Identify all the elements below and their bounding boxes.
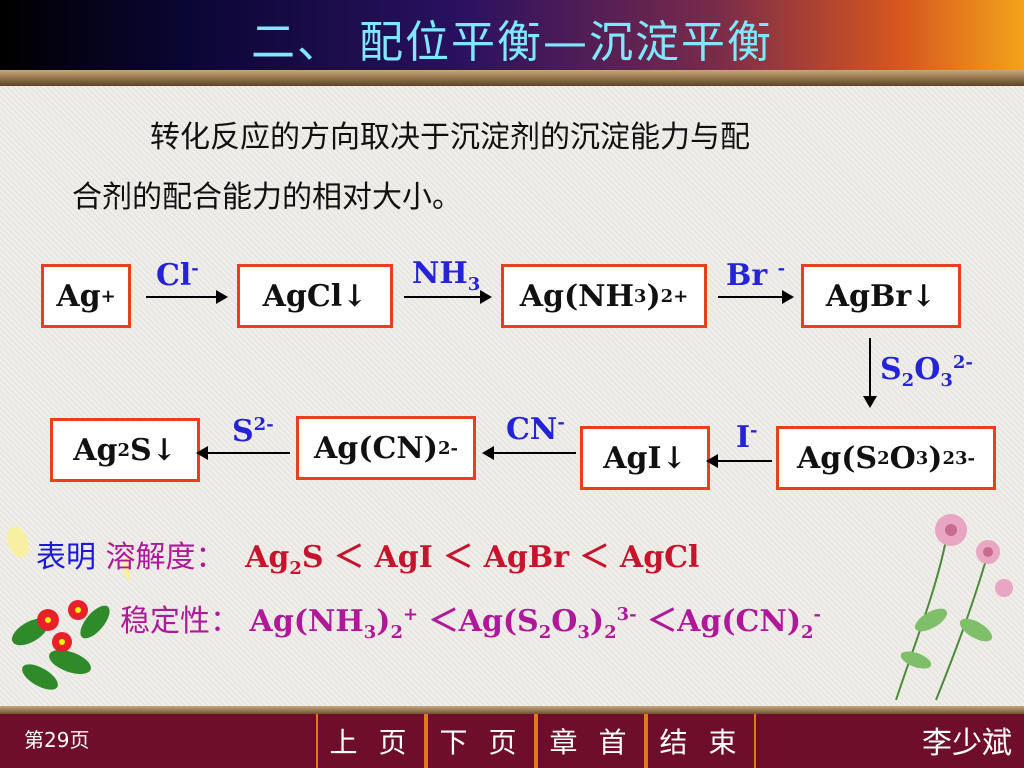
solubility-label: 溶解度： <box>105 540 226 575</box>
slide-title: 二、 配位平衡—沉淀平衡 <box>251 17 773 68</box>
reagent-nh3: NH3 <box>412 256 481 295</box>
chapter-start-button[interactable]: 章 首 <box>536 714 646 768</box>
intro-text: 转化反应的方向取决于沉淀剂的沉淀能力与配 合剂的配合能力的相对大小。 <box>72 108 962 228</box>
reagent-i: I- <box>736 420 758 455</box>
slide-content <box>0 86 1024 706</box>
arrow-left <box>706 454 772 468</box>
author-name: 李少斌 <box>922 726 1012 761</box>
stability-line: 稳定性： Ag(NH3)2+ ＜Ag(S2O3)23- ＜Ag(CN)2- <box>120 596 821 643</box>
species-agcl: AgCl↓ <box>237 264 393 328</box>
conclusion-label: 表明 <box>36 540 96 575</box>
arrow-right <box>404 290 492 304</box>
reagent-cl: Cl- <box>156 258 199 293</box>
solubility-line: 表明 溶解度： Ag2S ＜ AgI ＜ AgBr ＜ AgCl <box>36 532 699 579</box>
solubility-order: Ag2S ＜ AgI ＜ AgBr ＜ AgCl <box>245 540 700 579</box>
title-bar <box>0 0 1024 70</box>
end-button[interactable]: 结 束 <box>646 714 756 768</box>
reagent-cn: CN- <box>506 412 565 447</box>
stability-label: 稳定性： <box>120 604 240 639</box>
reagent-s2: S2- <box>232 414 274 449</box>
arrow-right <box>718 290 794 304</box>
intro-line-1: 转化反应的方向取决于沉淀剂的沉淀能力与配 <box>150 120 750 155</box>
prev-page-button[interactable]: 上 页 <box>316 714 426 768</box>
species-agi: AgI↓ <box>580 426 710 490</box>
arrow-left <box>196 446 290 460</box>
reagent-s2o3: S2O32- <box>880 352 973 391</box>
page-number: 第29页 <box>24 728 90 752</box>
species-ag-cn2: Ag(CN)2- <box>296 416 476 480</box>
flower-left-icon <box>7 526 130 690</box>
reagent-br: Br - <box>726 258 786 293</box>
arrow-down <box>863 338 877 408</box>
arrow-right <box>146 290 228 304</box>
arrow-left <box>482 446 576 460</box>
title-divider <box>0 70 1024 86</box>
intro-line-2: 合剂的配合能力的相对大小。 <box>72 180 462 215</box>
species-ag-ion: Ag+ <box>41 264 131 328</box>
footer-divider <box>0 706 1024 714</box>
footer-bar <box>0 714 1024 768</box>
rose-right-icon <box>895 514 1013 701</box>
species-agbr: AgBr↓ <box>801 264 961 328</box>
stability-order: Ag(NH3)2+ ＜Ag(S2O3)23- ＜Ag(CN)2- <box>249 604 822 643</box>
next-page-button[interactable]: 下 页 <box>426 714 536 768</box>
